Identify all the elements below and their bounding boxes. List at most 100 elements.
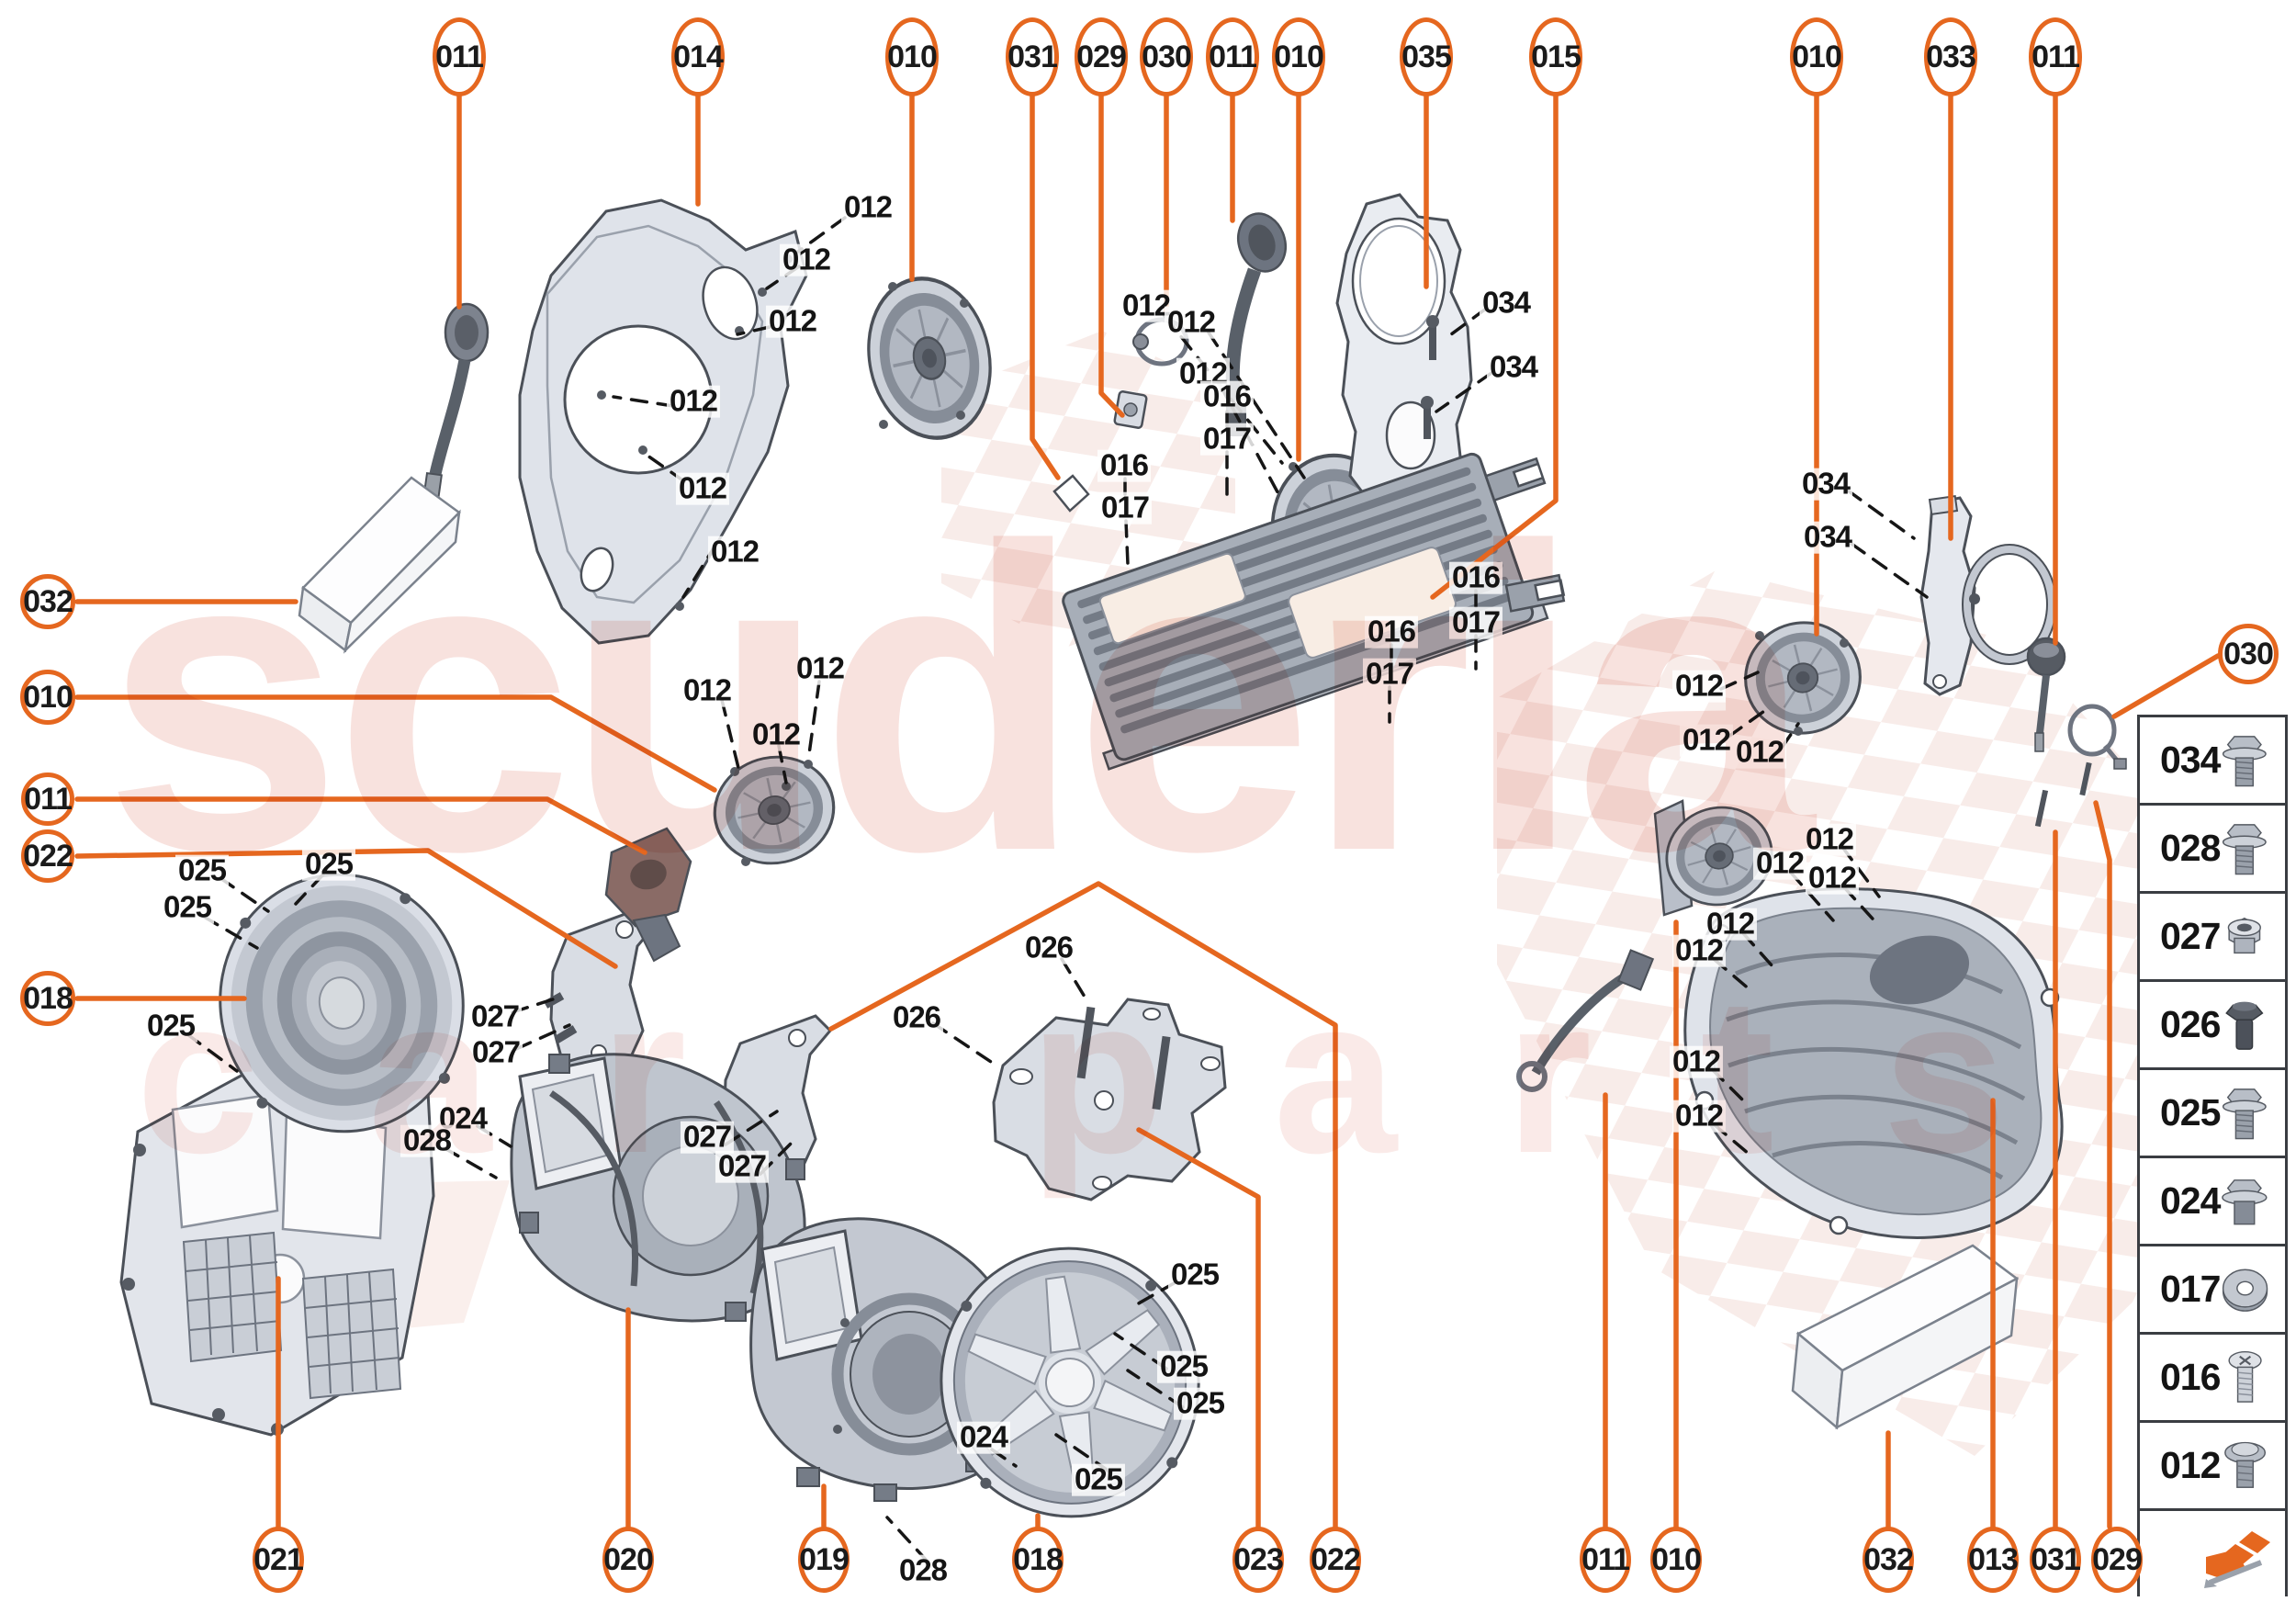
part-number-label-012: 012	[1669, 1045, 1724, 1078]
part-badge-031[interactable]: 031	[2030, 1527, 2081, 1593]
legend-row-017[interactable]: 017	[2140, 1246, 2285, 1335]
legend-row-016[interactable]: 016	[2140, 1335, 2285, 1423]
part-number-label-012: 012	[1671, 670, 1727, 703]
part-badge-010[interactable]: 010	[1650, 1527, 1702, 1593]
part-number-label-012: 012	[675, 472, 730, 505]
part-badge-030[interactable]: 030	[2218, 624, 2279, 684]
legend-row-012[interactable]: 012	[2140, 1423, 2285, 1511]
legend-row-028[interactable]: 028	[2140, 806, 2285, 894]
part-badge-030[interactable]: 030	[1140, 17, 1193, 96]
part-badge-033[interactable]: 033	[1924, 17, 1977, 96]
part-number-label-017: 017	[1362, 658, 1417, 691]
part-badge-018[interactable]: 018	[20, 971, 75, 1026]
pointer-dash-line	[1727, 707, 1769, 739]
part-number-label-012: 012	[707, 536, 762, 569]
pin-029	[2079, 761, 2092, 796]
part-badge-020[interactable]: 020	[602, 1527, 654, 1593]
logo-arrow-icon	[2200, 1517, 2272, 1594]
pointer-dash-line	[514, 1023, 571, 1051]
part-badge-029[interactable]: 029	[1075, 17, 1128, 96]
part-badge-018[interactable]: 018	[1012, 1527, 1064, 1593]
part-number-label-028: 028	[400, 1124, 455, 1157]
leader-line	[74, 694, 717, 793]
part-badge-021[interactable]: 021	[253, 1527, 304, 1593]
wire-harness-011-bottom	[1516, 949, 1655, 1092]
pin-031	[2034, 789, 2049, 828]
part-badge-010[interactable]: 010	[885, 17, 939, 96]
part-number-label-016: 016	[1097, 449, 1152, 482]
pointer-dash-line	[1124, 519, 1130, 566]
part-badge-010[interactable]: 010	[20, 670, 75, 725]
part-badge-031[interactable]: 031	[1006, 17, 1059, 96]
speaker-010-right	[1732, 609, 1874, 747]
part-number-label-016: 016	[1364, 615, 1419, 648]
part-badge-035[interactable]: 035	[1400, 17, 1453, 96]
part-number-label-012: 012	[1164, 306, 1219, 339]
pointer-dash-line	[1060, 957, 1089, 1003]
leader-line	[2093, 800, 2112, 1529]
part-number-label-012: 012	[1671, 934, 1727, 967]
part-badge-032[interactable]: 032	[1863, 1527, 1914, 1593]
hex-bolt-icon	[2223, 823, 2268, 874]
part-number-label-012: 012	[748, 718, 804, 751]
part-badge-032[interactable]: 032	[20, 574, 75, 629]
pointer-dash-line	[1850, 542, 1929, 599]
part-number-label-017: 017	[1199, 423, 1255, 456]
part-number-label-027: 027	[715, 1150, 770, 1183]
part-number-label-025: 025	[1173, 1387, 1228, 1420]
legend-part-number: 016	[2160, 1356, 2221, 1398]
tweeter-011-left	[604, 827, 692, 963]
amplifier-015	[1062, 452, 1566, 771]
pointer-dash-line	[1846, 489, 1916, 540]
flange-nut-icon	[2228, 917, 2262, 953]
part-badge-011[interactable]: 011	[1206, 17, 1259, 96]
pointer-dash-line	[806, 680, 821, 762]
rear-enclosure-013	[1683, 887, 2064, 1239]
pointer-dash-line	[736, 325, 771, 336]
speaker-012-on-enclosure	[1653, 794, 1785, 919]
part-number-label-012: 012	[1732, 736, 1787, 769]
washer-icon	[2223, 1269, 2268, 1312]
legend-part-number: 025	[2160, 1091, 2221, 1133]
part-number-label-026: 026	[1021, 931, 1076, 964]
legend-row-027[interactable]: 027	[2140, 894, 2285, 982]
legend-row-034[interactable]: 034	[2140, 717, 2285, 806]
cross-bracket-023	[992, 998, 1227, 1201]
pointer-dash-line	[885, 1516, 929, 1563]
legend-part-number: 027	[2160, 915, 2221, 957]
woofer-018	[219, 873, 465, 1133]
part-badge-022[interactable]: 022	[1310, 1527, 1361, 1593]
leader-line	[1136, 1127, 1261, 1529]
part-badge-011[interactable]: 011	[433, 17, 486, 96]
part-number-label-027: 027	[468, 1036, 523, 1069]
speaker-010-center	[703, 744, 846, 876]
part-badge-011[interactable]: 011	[1580, 1527, 1631, 1593]
part-badge-014[interactable]: 014	[671, 17, 725, 96]
part-badge-023[interactable]: 023	[1232, 1527, 1284, 1593]
part-badge-011[interactable]: 011	[2029, 17, 2082, 96]
part-badge-010[interactable]: 010	[1272, 17, 1325, 96]
legend-row-024[interactable]: 024	[2140, 1158, 2285, 1246]
leader-line	[1098, 93, 1125, 418]
legend-row-026[interactable]: 026	[2140, 982, 2285, 1070]
part-number-label-034: 034	[1479, 287, 1534, 320]
part-badge-019[interactable]: 019	[798, 1527, 850, 1593]
part-number-label-027: 027	[467, 1000, 523, 1033]
part-badge-013[interactable]: 013	[1967, 1527, 2019, 1593]
foam-block-032-top	[298, 476, 461, 654]
part-number-label-012: 012	[1802, 823, 1857, 856]
part-badge-015[interactable]: 015	[1529, 17, 1582, 96]
mounting-panel-021	[119, 1053, 435, 1437]
part-badge-010[interactable]: 010	[1790, 17, 1843, 96]
part-number-label-025: 025	[174, 854, 230, 887]
part-badge-022[interactable]: 022	[21, 829, 74, 883]
part-badge-029[interactable]: 029	[2091, 1527, 2143, 1593]
legend-part-number: 026	[2160, 1003, 2221, 1045]
part-number-label-012: 012	[680, 674, 735, 707]
legend-part-number: 017	[2160, 1268, 2221, 1310]
part-badge-011[interactable]: 011	[21, 773, 74, 826]
legend-row-025[interactable]: 025	[2140, 1070, 2285, 1158]
